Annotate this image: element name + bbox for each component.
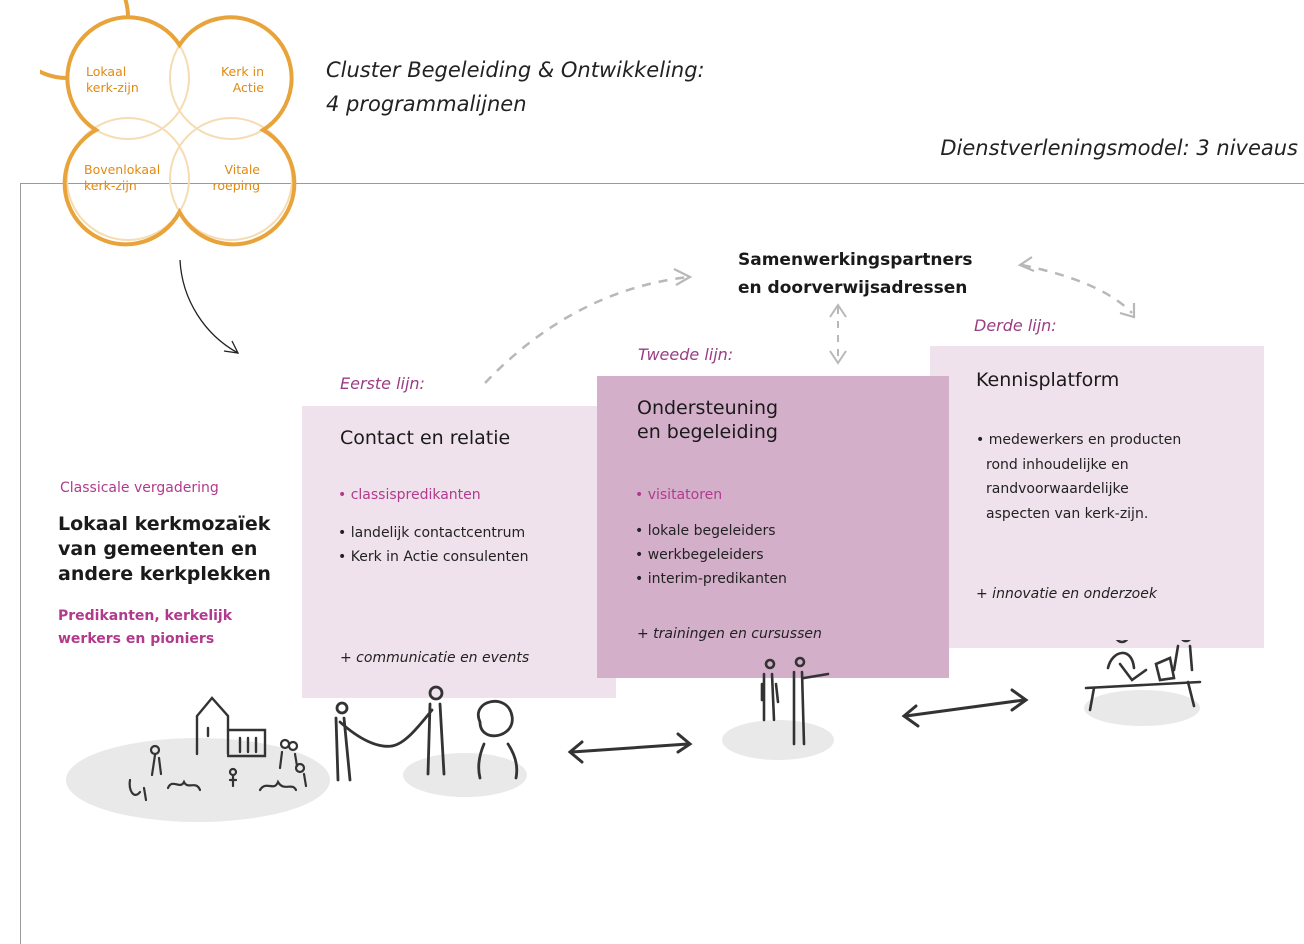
workers-label-2: werkers en pioniers xyxy=(58,631,215,647)
diagram-frame xyxy=(20,183,1304,944)
mosaic-title: Lokaal kerkmozaïek van gemeenten en ande… xyxy=(58,512,271,587)
list-item-continued: randvoorwaardelijke xyxy=(986,481,1129,497)
service-model-title: Dienstverleningsmodel: 3 niveaus xyxy=(940,136,1298,160)
list-item: interim-predikanten xyxy=(635,567,787,591)
second-line-title: Ondersteuning en begeleiding xyxy=(637,396,778,444)
third-line-title: Kennisplatform xyxy=(976,369,1120,391)
list-item: • medewerkers en producten xyxy=(976,432,1182,448)
venn-label-top-right: Kerk in Actie xyxy=(220,64,264,95)
venn-label-bottom-left: Bovenlokaal kerk-zijn xyxy=(84,162,161,193)
list-item: werkbegeleiders xyxy=(635,543,787,567)
list-item: landelijk contactcentrum xyxy=(338,521,528,545)
venn-label-top-left: Lokaal kerk-zijn xyxy=(86,64,139,95)
first-line-label: Eerste lijn: xyxy=(340,374,425,393)
second-line-highlight: • visitatoren xyxy=(635,487,723,503)
first-line-highlight: • classispredikanten xyxy=(338,487,481,503)
third-line-label: Derde lijn: xyxy=(974,316,1057,335)
partners-line1: Samenwerkingspartners xyxy=(738,250,973,270)
partners-line2: en doorverwijsadressen xyxy=(738,278,968,298)
first-line-list: landelijk contactcentrum Kerk in Actie c… xyxy=(338,521,529,569)
third-line-box: Kennisplatform • medewerkers en producte… xyxy=(930,346,1264,648)
classical-meeting-label: Classicale vergadering xyxy=(60,480,219,496)
handshake-people-icon xyxy=(334,685,519,782)
coaching-people-icon xyxy=(760,656,830,746)
program-lines-venn xyxy=(40,0,297,247)
first-line-plus: + communicatie en events xyxy=(340,650,530,666)
second-line-label: Tweede lijn: xyxy=(638,345,734,364)
mosaic-title-3: andere kerkplekken xyxy=(58,563,271,585)
sketch-illustrations xyxy=(66,640,1202,822)
venn-label-bottom-right: Vitale roeping xyxy=(212,162,260,193)
double-arrow-icon xyxy=(901,688,1029,728)
second-line-title-1: Ondersteuning xyxy=(637,397,779,419)
church-island xyxy=(66,738,330,822)
list-item-continued: aspecten van kerk-zijn. xyxy=(986,505,1149,522)
list-item-continued: rond inhoudelijke en xyxy=(986,456,1129,473)
cluster-title-line1: Cluster Begeleiding & Ontwikkeling: xyxy=(326,58,705,82)
workers-label-1: Predikanten, kerkelijk xyxy=(58,608,233,624)
list-item: Kerk in Actie consulenten xyxy=(338,545,529,569)
first-line-box: Contact en relatie • classispredikanten … xyxy=(302,406,616,698)
second-line-box: Ondersteuning en begeleiding • visitator… xyxy=(597,376,949,678)
second-line-list: lokale begeleiders werkbegeleiders inter… xyxy=(635,519,787,591)
double-arrow-icon xyxy=(567,732,693,764)
third-line-plus: + innovatie en onderzoek xyxy=(976,586,1157,602)
second-line-plus: + trainingen en cursussen xyxy=(637,626,822,642)
cluster-title-line2: 4 programmalijnen xyxy=(326,92,527,116)
congregation-figures-icon xyxy=(128,738,308,802)
list-item: lokale begeleiders xyxy=(635,519,787,543)
second-line-title-2: en begeleiding xyxy=(637,421,778,443)
research-team-icon xyxy=(1084,640,1202,712)
partner-dashed-arrows xyxy=(484,256,1136,384)
first-line-title: Contact en relatie xyxy=(340,427,511,449)
church-icon xyxy=(195,696,267,758)
third-line-list: • medewerkers en producten rond inhoudel… xyxy=(976,428,1181,526)
mosaic-title-1: Lokaal kerkmozaïek xyxy=(58,513,271,535)
workers-label: Predikanten, kerkelijk werkers en pionie… xyxy=(58,605,232,651)
mosaic-title-2: van gemeenten en xyxy=(58,538,258,560)
venn-pointer-arrow xyxy=(179,259,240,354)
